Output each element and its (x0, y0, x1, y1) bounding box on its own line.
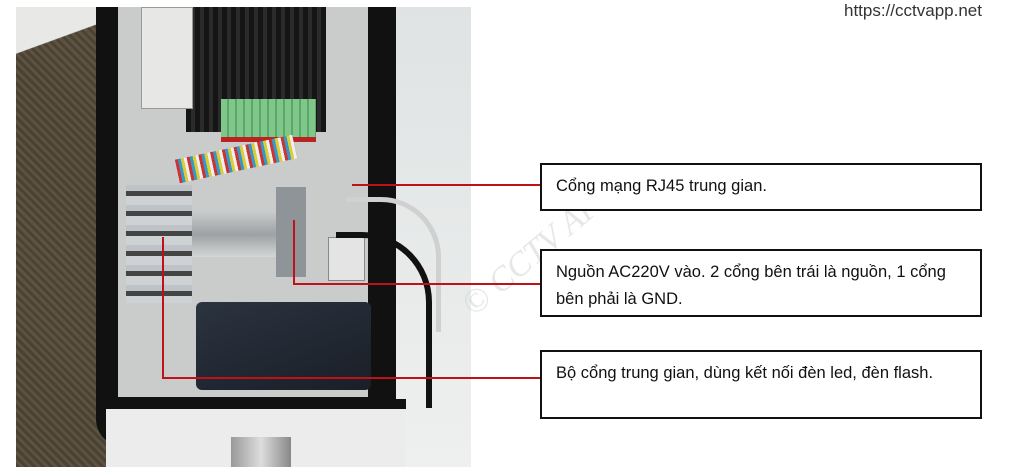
leader-line-3 (162, 377, 540, 379)
power-supply (141, 7, 193, 109)
annotation-text: Nguồn AC220V vào. 2 cổng bên trái là ngu… (556, 263, 946, 308)
annotation-text: Cổng mạng RJ45 trung gian. (556, 177, 767, 195)
leader-line-2 (293, 283, 540, 285)
terminal-block-left (126, 185, 192, 303)
leader-line-1 (352, 184, 540, 186)
din-rail (192, 212, 292, 257)
annotation-text: Bộ cổng trung gian, dùng kết nối đèn led… (556, 364, 934, 382)
leader-line-2-vertical (293, 220, 295, 284)
power-cable (336, 232, 432, 408)
camera-housing-photo (16, 7, 471, 467)
leader-line-3-vertical (162, 237, 164, 379)
annotation-intermediate-ports: Bộ cổng trung gian, dùng kết nối đèn led… (540, 350, 982, 419)
green-terminal (221, 99, 316, 142)
annotation-rj45: Cổng mạng RJ45 trung gian. (540, 163, 982, 211)
terminal-block-right (276, 187, 306, 277)
site-url: https://cctvapp.net (844, 1, 982, 20)
carpet-background (16, 7, 106, 467)
network-cable (346, 197, 441, 332)
annotation-ac220v: Nguồn AC220V vào. 2 cổng bên trái là ngu… (540, 249, 982, 317)
latch (231, 437, 291, 467)
black-box-component (196, 302, 371, 390)
